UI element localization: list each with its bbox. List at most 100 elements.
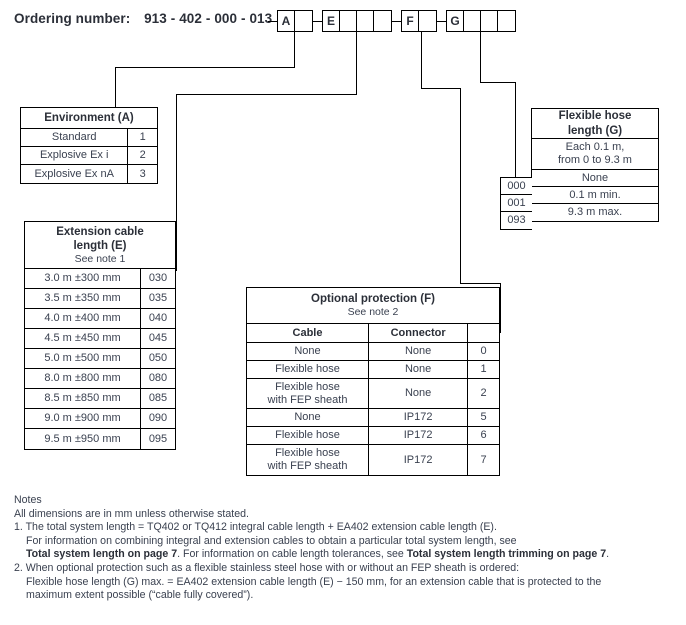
protection-code-4: 6 bbox=[467, 427, 499, 444]
protection-code-2: 2 bbox=[467, 379, 499, 408]
note-2-line-3: maximum extent possible (“cable fully co… bbox=[26, 589, 254, 602]
protection-code-0: 0 bbox=[467, 343, 499, 360]
notes-section: Notes All dimensions are in mm unless ot… bbox=[14, 494, 674, 603]
table-row[interactable]: Standard 1 bbox=[21, 129, 157, 147]
flexible-hose-label-1: 0.1 m min. bbox=[569, 188, 621, 201]
leader-a-to-table bbox=[115, 67, 117, 132]
leader-f-drop2 bbox=[460, 88, 462, 284]
extension-code-0: 030 bbox=[140, 269, 175, 288]
extension-label-6: 8.5 m ±850 mm bbox=[44, 392, 121, 405]
code-cell-g-0[interactable]: G bbox=[447, 11, 464, 31]
optional-protection-subtitle: See note 2 bbox=[347, 306, 399, 319]
column-header-connector: Connector bbox=[368, 324, 467, 342]
code-cell-e-0[interactable]: E bbox=[323, 11, 340, 31]
table-row[interactable]: 3.5 m ±350 mm 035 bbox=[25, 289, 175, 309]
flexible-hose-note-line2: from 0 to 9.3 m bbox=[558, 154, 632, 166]
notes-heading: Notes bbox=[14, 494, 42, 506]
table-row[interactable]: None IP172 5 bbox=[247, 409, 499, 427]
ordering-code-boxes: A E F G bbox=[268, 9, 516, 33]
code-group-a[interactable]: A bbox=[277, 10, 313, 32]
flexible-hose-title-line2: length (G) bbox=[567, 124, 623, 137]
table-row[interactable]: 0.1 m min. bbox=[532, 187, 658, 204]
leader-g-horizontal bbox=[480, 82, 516, 84]
note-2-line-1: 2. When optional protection such as a fl… bbox=[14, 561, 520, 574]
table-row[interactable]: 9.3 m max. bbox=[532, 204, 658, 221]
flexible-hose-label-2: 9.3 m max. bbox=[567, 206, 623, 219]
extension-code-2: 040 bbox=[140, 309, 175, 328]
leader-e-to-table bbox=[176, 94, 178, 271]
leader-e-drop bbox=[356, 31, 358, 95]
note-1-line-2: For information on combining integral an… bbox=[26, 534, 517, 547]
extension-code-3: 045 bbox=[140, 329, 175, 348]
code-cell-a-1[interactable] bbox=[295, 11, 312, 31]
extension-label-4: 5.0 m ±500 mm bbox=[44, 352, 121, 365]
protection-cable-5: Flexible hose with FEP sheath bbox=[267, 447, 348, 472]
ordering-number-label: Ordering number: bbox=[14, 11, 131, 26]
dash-separator-1 bbox=[313, 20, 322, 22]
optional-protection-table: Optional protection (F) See note 2 Cable… bbox=[246, 287, 500, 476]
table-row[interactable]: None None 0 bbox=[247, 343, 499, 361]
table-row[interactable]: Flexible hose None 1 bbox=[247, 361, 499, 379]
table-row[interactable]: Flexible hose with FEP sheath None 2 bbox=[247, 379, 499, 409]
table-row[interactable]: Flexible hose IP172 6 bbox=[247, 427, 499, 445]
code-cell-a-0[interactable]: A bbox=[278, 11, 295, 31]
table-row[interactable]: Explosive Ex nA 3 bbox=[21, 165, 157, 183]
table-row[interactable]: Explosive Ex i 2 bbox=[21, 147, 157, 165]
protection-cable-2: Flexible hose with FEP sheath bbox=[267, 380, 348, 406]
code-cell-f-1[interactable] bbox=[419, 11, 436, 31]
environment-label-1: Explosive Ex i bbox=[39, 149, 109, 162]
dash-separator-2 bbox=[392, 20, 401, 22]
table-row[interactable]: 093 bbox=[501, 212, 532, 229]
extension-cable-title-line1: Extension cable bbox=[56, 225, 144, 238]
code-cell-e-2[interactable] bbox=[357, 11, 374, 31]
environment-code-2: 3 bbox=[127, 165, 157, 183]
extension-label-0: 3.0 m ±300 mm bbox=[44, 272, 121, 285]
table-row[interactable]: 3.0 m ±300 mm 030 bbox=[25, 269, 175, 289]
code-cell-g-2[interactable] bbox=[481, 11, 498, 31]
table-row[interactable]: 8.5 m ±850 mm 085 bbox=[25, 389, 175, 409]
table-row[interactable]: 4.0 m ±400 mm 040 bbox=[25, 309, 175, 329]
protection-code-5: 7 bbox=[467, 445, 499, 475]
note-1-line-1: 1. The total system length = TQ402 or TQ… bbox=[14, 521, 497, 534]
protection-cable-3: None bbox=[294, 411, 321, 424]
extension-cable-title-line2: length (E) bbox=[73, 239, 127, 252]
leader-f-to-table bbox=[500, 283, 502, 333]
table-row[interactable]: 9.5 m ±950 mm 095 bbox=[25, 429, 175, 449]
extension-code-5: 080 bbox=[140, 369, 175, 388]
extension-code-4: 050 bbox=[140, 349, 175, 368]
code-group-g[interactable]: G bbox=[446, 10, 516, 32]
protection-code-3: 5 bbox=[467, 409, 499, 426]
leader-f-drop bbox=[421, 31, 423, 89]
code-cell-g-3[interactable] bbox=[498, 11, 515, 31]
code-cell-e-3[interactable] bbox=[374, 11, 391, 31]
extension-code-6: 085 bbox=[140, 389, 175, 408]
extension-cable-table: Extension cable length (E) See note 1 3.… bbox=[24, 221, 176, 450]
extension-label-1: 3.5 m ±350 mm bbox=[44, 292, 121, 305]
code-cell-g-1[interactable] bbox=[464, 11, 481, 31]
table-row[interactable]: 8.0 m ±800 mm 080 bbox=[25, 369, 175, 389]
code-cell-e-1[interactable] bbox=[340, 11, 357, 31]
note-1-line-3-end: . bbox=[606, 548, 610, 561]
extension-cable-subtitle: See note 1 bbox=[74, 252, 126, 265]
note-1-ref-1: Total system length on page 7 bbox=[26, 548, 178, 561]
table-row[interactable]: 000 bbox=[501, 178, 532, 195]
leader-g-to-table bbox=[515, 82, 517, 178]
environment-table-title: Environment (A) bbox=[21, 108, 157, 129]
code-cell-f-0[interactable]: F bbox=[402, 11, 419, 31]
dash-separator-0 bbox=[268, 20, 277, 22]
table-row[interactable]: 4.5 m ±450 mm 045 bbox=[25, 329, 175, 349]
table-row[interactable]: 5.0 m ±500 mm 050 bbox=[25, 349, 175, 369]
protection-connector-4: IP172 bbox=[368, 427, 467, 444]
code-group-f[interactable]: F bbox=[401, 10, 437, 32]
leader-f-horizontal2 bbox=[460, 283, 501, 285]
leader-e-horizontal bbox=[176, 94, 357, 96]
table-row[interactable]: 9.0 m ±900 mm 090 bbox=[25, 409, 175, 429]
column-header-code bbox=[467, 324, 499, 342]
leader-a-horizontal bbox=[115, 67, 295, 69]
protection-code-1: 1 bbox=[467, 361, 499, 378]
code-group-e[interactable]: E bbox=[322, 10, 392, 32]
table-row[interactable]: 001 bbox=[501, 195, 532, 212]
extension-code-7: 090 bbox=[140, 409, 175, 428]
table-row[interactable]: Flexible hose with FEP sheath IP172 7 bbox=[247, 445, 499, 475]
table-row[interactable]: None bbox=[532, 170, 658, 187]
